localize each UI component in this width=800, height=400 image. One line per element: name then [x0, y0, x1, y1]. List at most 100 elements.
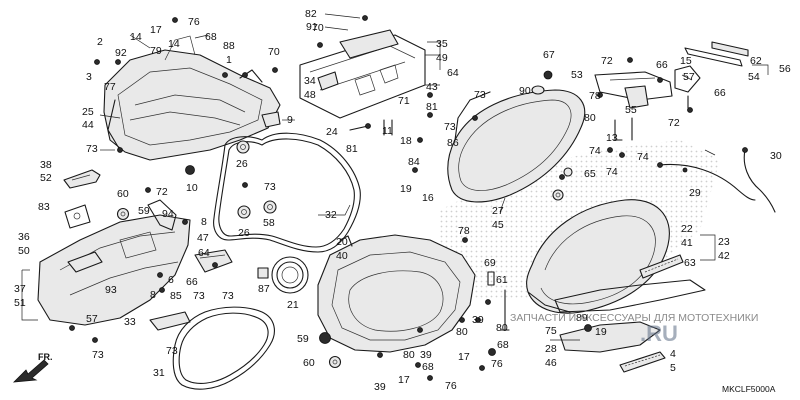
svg-text:88: 88 [223, 40, 235, 52]
svg-text:39: 39 [374, 381, 386, 393]
watermark: ЗАПЧАСТИ И АКСЕССУАРЫ ДЛЯ МОТОТЕХНИКИ .R… [510, 312, 758, 346]
svg-text:70: 70 [268, 46, 280, 58]
svg-text:55: 55 [625, 104, 637, 116]
callout-labels: 82 91 70 17 76 14 68 2 14 92 79 88 1 70 … [14, 8, 791, 393]
svg-text:9: 9 [287, 114, 293, 126]
svg-text:17: 17 [150, 24, 162, 36]
svg-text:29: 29 [689, 187, 701, 199]
svg-text:3: 3 [86, 71, 92, 83]
svg-text:81: 81 [346, 143, 358, 155]
svg-text:25: 25 [82, 106, 94, 118]
svg-text:34: 34 [304, 75, 316, 87]
part-grommet-59 [319, 332, 331, 344]
svg-text:48: 48 [304, 89, 316, 101]
svg-text:19: 19 [595, 326, 607, 338]
part-screw-24 [349, 123, 371, 131]
svg-text:41: 41 [681, 237, 693, 249]
svg-text:39: 39 [472, 314, 484, 326]
svg-text:19: 19 [400, 183, 412, 195]
svg-text:13: 13 [606, 132, 618, 144]
svg-text:23: 23 [718, 236, 730, 248]
svg-text:73: 73 [92, 349, 104, 361]
svg-text:50: 50 [18, 245, 30, 257]
svg-text:39: 39 [420, 349, 432, 361]
part-grommet-86 [552, 189, 564, 201]
part-bracket-9 [261, 111, 281, 128]
svg-text:14: 14 [130, 31, 142, 43]
svg-text:68: 68 [205, 31, 217, 43]
part-clip-14-13 [614, 117, 633, 141]
svg-text:5: 5 [670, 362, 676, 374]
svg-text:1: 1 [226, 54, 232, 66]
svg-text:33: 33 [124, 316, 136, 328]
svg-text:66: 66 [714, 87, 726, 99]
part-side-cover-36-50 [37, 214, 191, 326]
svg-text:70: 70 [312, 22, 324, 34]
svg-text:72: 72 [156, 186, 168, 198]
svg-text:94: 94 [162, 208, 174, 220]
svg-text:6: 6 [168, 274, 174, 286]
part-lid-27-45 [447, 89, 586, 203]
svg-text:73: 73 [166, 345, 178, 357]
svg-text:80: 80 [456, 326, 468, 338]
svg-text:54: 54 [748, 71, 760, 83]
part-center-box-20-40 [317, 234, 476, 353]
svg-text:36: 36 [18, 231, 30, 243]
svg-text:60: 60 [303, 357, 315, 369]
part-rod-61 [500, 289, 510, 331]
svg-text:78: 78 [458, 225, 470, 237]
svg-text:64: 64 [447, 67, 459, 79]
svg-text:73: 73 [444, 121, 456, 133]
svg-text:65: 65 [584, 168, 596, 180]
svg-text:63: 63 [684, 257, 696, 269]
svg-text:17: 17 [398, 374, 410, 386]
svg-text:78: 78 [589, 90, 601, 102]
svg-text:87: 87 [258, 283, 270, 295]
svg-text:40: 40 [336, 250, 348, 262]
part-knob-67 [543, 70, 553, 80]
svg-text:68: 68 [422, 361, 434, 373]
svg-text:81: 81 [426, 101, 438, 113]
part-grommet-60-upper [116, 207, 130, 221]
svg-text:20: 20 [336, 236, 348, 248]
svg-text:8: 8 [150, 289, 156, 301]
svg-text:74: 74 [589, 145, 601, 157]
svg-text:32: 32 [325, 209, 337, 221]
svg-text:.RU: .RU [640, 321, 678, 346]
svg-text:76: 76 [188, 16, 200, 28]
svg-text:10: 10 [186, 182, 198, 194]
svg-text:58: 58 [263, 217, 275, 229]
svg-text:82: 82 [305, 8, 317, 20]
svg-text:66: 66 [656, 59, 668, 71]
svg-text:49: 49 [436, 52, 448, 64]
svg-text:42: 42 [718, 250, 730, 262]
svg-text:67: 67 [543, 49, 555, 61]
svg-text:89: 89 [576, 312, 588, 324]
svg-text:68: 68 [497, 339, 509, 351]
part-plate-34-48 [317, 71, 339, 91]
part-bracket-94 [147, 199, 177, 231]
part-grommet-10 [185, 165, 195, 175]
part-grommet-60-lower [328, 355, 342, 369]
front-label: FR. [38, 352, 53, 362]
svg-text:60: 60 [117, 188, 129, 200]
front-direction-arrow: FR. [12, 352, 53, 383]
fastener-bolts [69, 15, 693, 381]
svg-text:86: 86 [447, 137, 459, 149]
svg-text:73: 73 [86, 143, 98, 155]
svg-text:37: 37 [14, 283, 26, 295]
svg-text:15: 15 [680, 55, 692, 67]
svg-text:93: 93 [105, 284, 117, 296]
svg-text:35: 35 [436, 38, 448, 50]
svg-text:79: 79 [150, 45, 162, 57]
svg-text:84: 84 [408, 156, 420, 168]
part-grommet-65 [563, 167, 573, 177]
part-bracket-33 [149, 311, 191, 331]
svg-text:45: 45 [492, 219, 504, 231]
svg-text:21: 21 [287, 299, 299, 311]
svg-text:73: 73 [193, 290, 205, 302]
part-knob-75 [584, 324, 592, 332]
part-grommet-26-lower [237, 205, 251, 219]
svg-text:71: 71 [398, 95, 410, 107]
svg-text:83: 83 [38, 201, 50, 213]
